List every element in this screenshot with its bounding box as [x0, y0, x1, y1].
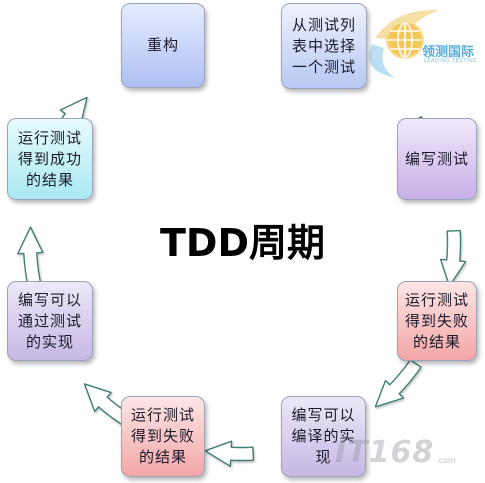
node-label-line: 编译的实 [291, 427, 356, 445]
node-pick-test: 从测试列表中选择一个测试 [281, 3, 367, 89]
node-label: 运行测试得到失败的结果 [131, 405, 195, 468]
cycle-arrow-7 [17, 226, 44, 289]
logo-name: 领测国际 [422, 45, 475, 60]
node-label-line: 通过测试 [17, 311, 82, 330]
node-label-line: 从测试列 [291, 15, 356, 34]
node-label-line: 得到失败 [404, 311, 469, 330]
node-refactor: 重构 [121, 3, 205, 88]
node-run-fail-2: 运行测试得到失败的结果 [121, 396, 205, 477]
node-label-line: 现 [315, 448, 332, 466]
node-label-line: 编写测试 [404, 149, 469, 168]
node-label: 运行测试得到成功的结果 [18, 128, 82, 191]
globe-logo-icon [368, 9, 440, 78]
node-label-line: 的结果 [412, 332, 461, 351]
node-label-line: 编写可以 [291, 406, 356, 424]
node-label-line: 的结果 [25, 170, 74, 189]
node-write-test: 编写测试 [397, 118, 477, 200]
node-label-line: 得到失败 [130, 427, 195, 445]
logo-subtitle: LEADING TESTING [424, 58, 477, 64]
cycle-arrow-4 [374, 359, 422, 408]
node-make-pass: 编写可以通过测试的实现 [7, 281, 93, 361]
cycle-arrow-5 [204, 440, 255, 467]
node-label-line: 的实现 [25, 332, 74, 351]
node-label-line: 编写可以 [17, 290, 82, 309]
node-label-line: 运行测试 [17, 128, 82, 147]
diagram-title: TDD周期 [159, 221, 325, 265]
node-label: 运行测试得到失败的结果 [405, 290, 469, 353]
node-label-line: 重构 [146, 36, 179, 54]
node-label-line: 的结果 [138, 448, 187, 466]
node-run-pass: 运行测试得到成功的结果 [7, 118, 93, 200]
node-label: 编写测试 [405, 149, 469, 170]
node-label: 重构 [147, 35, 179, 56]
cycle-arrow-3 [440, 229, 467, 287]
node-make-compile: 编写可以编译的实现 [281, 396, 366, 477]
watermark-suffix: .com [436, 456, 456, 465]
node-label-line: 运行测试 [404, 290, 469, 309]
watermark: IT168 [335, 435, 435, 470]
node-label-line: 一个测试 [291, 57, 356, 76]
node-run-fail: 运行测试得到失败的结果 [397, 281, 477, 361]
node-label-line: 得到成功 [17, 149, 82, 168]
node-label-line: 表中选择 [291, 36, 356, 55]
node-label: 编写可以编译的实现 [291, 405, 355, 468]
node-label: 从测试列表中选择一个测试 [292, 15, 356, 78]
node-label-line: 运行测试 [130, 406, 195, 424]
node-label: 编写可以通过测试的实现 [18, 290, 82, 353]
